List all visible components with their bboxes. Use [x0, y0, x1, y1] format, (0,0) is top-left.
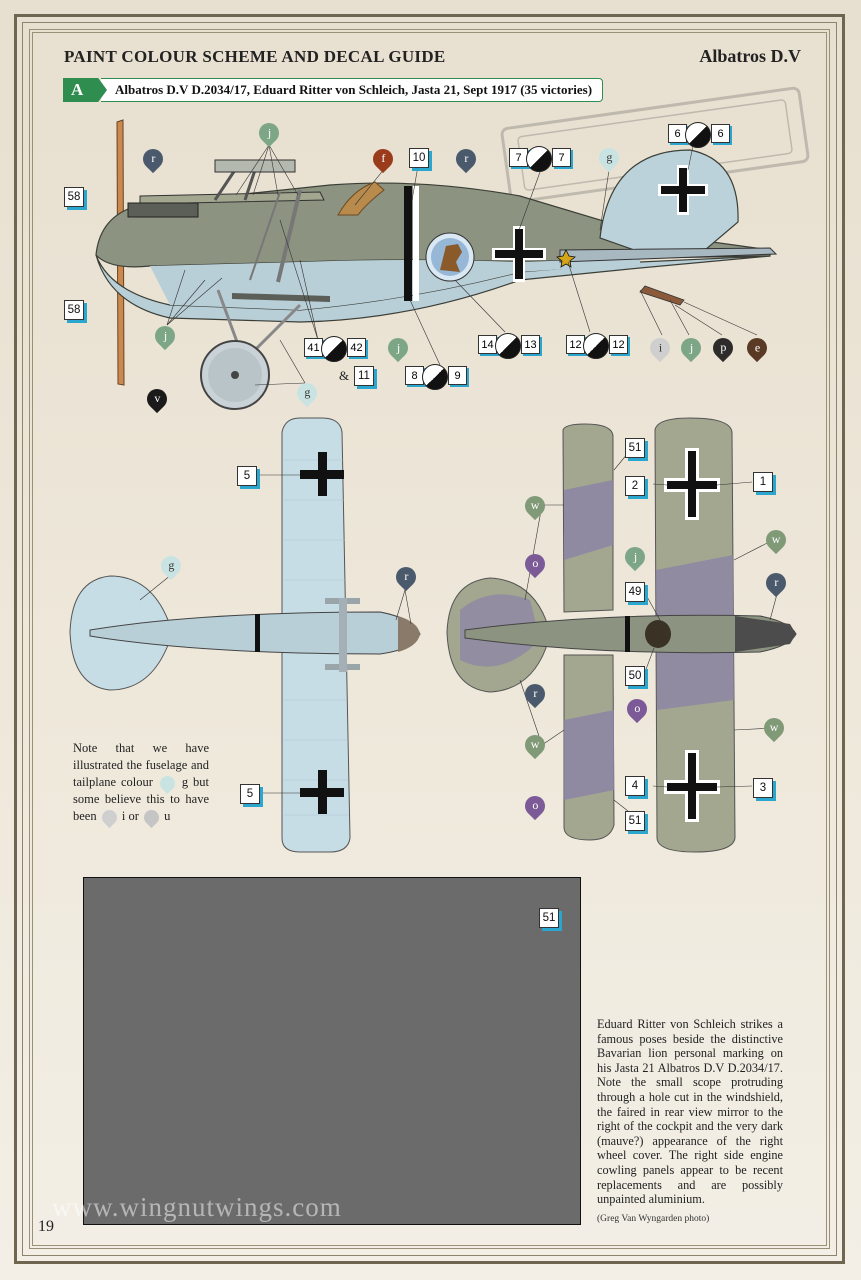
photo-caption: Eduard Ritter von Schleich strikes a fam… [597, 1017, 783, 1207]
decal-callout-11: 11 [354, 366, 374, 386]
ampersand: & [339, 368, 350, 383]
decal-callout-7-right: 7 [552, 148, 571, 167]
historic-photo-frame [83, 877, 581, 1225]
page-border-inner [22, 22, 837, 1256]
decal-callout-58-lower: 58 [64, 300, 84, 320]
decal-pair-7-7: 7 7 [509, 146, 571, 172]
decal-side-indicator-icon [495, 333, 521, 359]
decal-callout-2: 2 [625, 476, 645, 496]
decal-side-indicator-icon [685, 122, 711, 148]
top-view-aircraft [446, 417, 797, 853]
decal-callout-49: 49 [625, 582, 645, 602]
decal-pair-41-42: 41 42 [304, 336, 366, 362]
side-view-aircraft [95, 119, 778, 410]
decal-callout-51-upper: 51 [625, 438, 645, 458]
decal-callout-12-left: 12 [566, 335, 585, 354]
note-drop-label-u: u [164, 809, 171, 823]
decal-side-indicator-icon [422, 364, 448, 390]
aircraft-title: Albatros D.V [699, 46, 801, 66]
decal-pair-6-6: 6 6 [668, 122, 730, 148]
paint-drop-i-icon [98, 806, 120, 828]
decal-side-indicator-icon [526, 146, 552, 172]
note-drop-label-i: i [121, 809, 126, 823]
decal-callout-5-upper: 5 [237, 466, 257, 486]
scheme-title: Albatros D.V D.2034/17, Eduard Ritter vo… [101, 78, 604, 102]
site-watermark: www.wingnutwings.com [52, 1192, 342, 1222]
decal-callout-42: 42 [347, 338, 366, 357]
photo-credit: (Greg Van Wyngarden photo) [597, 1214, 710, 1224]
scheme-letter: A [63, 78, 107, 102]
scheme-banner: A Albatros D.V D.2034/17, Eduard Ritter … [63, 78, 604, 102]
paint-drop-g-icon [156, 772, 178, 794]
decal-callout-6-right: 6 [711, 124, 730, 143]
decal-pair-12-12: 12 12 [566, 333, 628, 359]
page-title: PAINT COLOUR SCHEME AND DECAL GUIDE [64, 47, 446, 66]
decal-callout-9: 9 [448, 366, 467, 385]
decal-callout-1: 1 [753, 472, 773, 492]
decal-side-indicator-icon [583, 333, 609, 359]
decal-callout-51-lower: 51 [625, 811, 645, 831]
photo-callout-51: 51 [539, 908, 559, 928]
page-number: 19 [38, 1218, 54, 1235]
page-border-decorative [29, 29, 830, 1249]
decal-pair-8-9: 8 9 [405, 364, 467, 390]
note-drop-label-g: g [181, 775, 189, 789]
paint-drop-u-icon [140, 806, 163, 828]
decal-callout-14: 14 [478, 335, 497, 354]
decal-callout-5-lower: 5 [240, 784, 260, 804]
decal-callout-4: 4 [625, 776, 645, 796]
decal-callout-13: 13 [521, 335, 540, 354]
decal-side-indicator-icon [321, 336, 347, 362]
decal-callout-58-upper: 58 [64, 187, 84, 207]
decal-callout-50: 50 [625, 666, 645, 686]
decal-callout-3: 3 [753, 778, 773, 798]
page-border-outer [14, 14, 845, 1264]
decal-callout-6-left: 6 [668, 124, 687, 143]
decal-pair-14-13: 14 13 [478, 333, 540, 359]
colour-note: Note that we have illustrated the fusela… [73, 740, 209, 828]
underside-view-aircraft [69, 417, 421, 853]
decal-callout-12-right: 12 [609, 335, 628, 354]
decal-callout-10: 10 [409, 148, 429, 168]
